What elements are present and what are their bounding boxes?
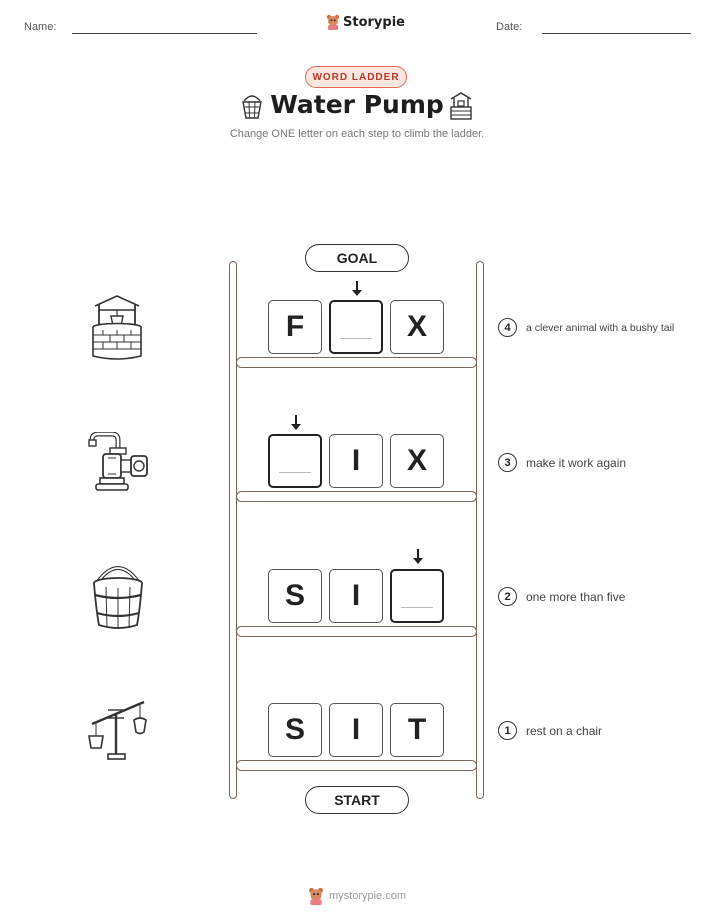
scale-icon	[88, 700, 147, 760]
clue-text: one more than five	[526, 589, 626, 604]
footer-url[interactable]: mystorypie.com	[328, 890, 407, 902]
clue-text: make it work again	[526, 455, 627, 470]
goal-label: GOAL	[305, 244, 409, 272]
letter-tile: I	[329, 703, 383, 757]
brand-name: Storypie	[343, 14, 405, 30]
blank-writing-line	[340, 338, 372, 339]
storypie-bear-icon	[326, 14, 340, 30]
clue-number: 4	[498, 318, 517, 337]
worksheet-title: Water Pump	[270, 90, 444, 119]
clue-number: 3	[498, 453, 517, 472]
blank-letter-tile[interactable]	[390, 569, 444, 623]
instructions: Change ONE letter on each step to climb …	[229, 128, 485, 140]
letter-tile: X	[390, 434, 444, 488]
blank-letter-tile[interactable]	[268, 434, 322, 488]
blank-writing-line	[279, 472, 311, 473]
clue-text: rest on a chair	[526, 723, 603, 738]
ladder-right-rail	[476, 261, 484, 799]
word-ladder-badge: WORD LADDER	[305, 66, 407, 88]
date-line[interactable]	[542, 33, 691, 34]
letter-tile: X	[390, 300, 444, 354]
footer: mystorypie.com	[0, 887, 714, 905]
ladder-rung	[236, 491, 477, 502]
bucket-icon	[93, 566, 143, 629]
letter-tile: I	[329, 569, 383, 623]
ladder-left-rail	[229, 261, 237, 799]
clue: 4 a clever animal with a bushy tail	[498, 318, 674, 337]
ladder-rung	[236, 760, 477, 771]
clue: 1 rest on a chair	[498, 721, 602, 740]
ladder-rung	[236, 357, 477, 368]
start-label: START	[305, 786, 409, 814]
letter-tile: S	[268, 703, 322, 757]
clue-number: 1	[498, 721, 517, 740]
ladder-rung	[236, 626, 477, 637]
letter-tile: I	[329, 434, 383, 488]
water-pump-icon	[88, 432, 148, 491]
clue-number: 2	[498, 587, 517, 606]
brand-logo: Storypie	[326, 14, 405, 30]
storypie-bear-icon	[309, 887, 323, 905]
name-line[interactable]	[72, 33, 257, 34]
well-icon	[450, 92, 472, 120]
bucket-icon	[242, 95, 262, 119]
clue: 3 make it work again	[498, 453, 626, 472]
well-icon	[92, 295, 142, 360]
letter-tile: S	[268, 569, 322, 623]
letter-tile: T	[390, 703, 444, 757]
letter-tile: F	[268, 300, 322, 354]
clue-text: a clever animal with a bushy tail	[526, 321, 675, 334]
arrow-down-icon	[352, 281, 362, 296]
blank-letter-tile[interactable]	[329, 300, 383, 354]
arrow-down-icon	[291, 415, 301, 430]
arrow-down-icon	[413, 549, 423, 564]
date-label: Date:	[496, 21, 523, 33]
clue: 2 one more than five	[498, 587, 625, 606]
blank-writing-line	[401, 607, 433, 608]
name-label: Name:	[24, 21, 57, 33]
